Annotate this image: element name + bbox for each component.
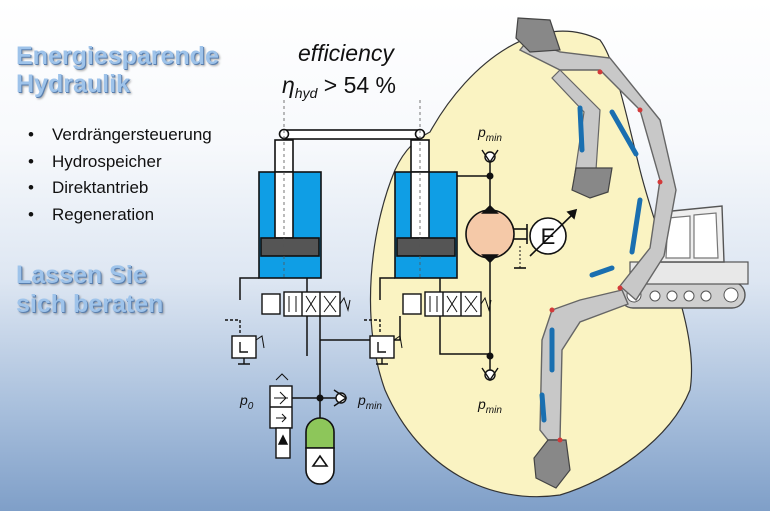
left-pressure-relief-valve [225, 319, 265, 365]
feature-item: Verdrängersteuerung [28, 122, 212, 149]
left-hydraulic-cylinder [258, 100, 322, 279]
eta-subscript: hyd [294, 85, 318, 101]
hydraulic-accumulator [305, 417, 335, 485]
feature-list: Verdrängersteuerung Hydrospeicher Direkt… [28, 122, 212, 228]
supply-valve-block [269, 373, 293, 459]
right-hydraulic-cylinder [394, 100, 458, 279]
p0-label: p0 [240, 392, 254, 412]
p-min-label-bottom: pmin [478, 396, 502, 416]
junction-dots [316, 172, 494, 402]
right-pressure-relief-valve [364, 319, 403, 365]
workspace-envelope [369, 30, 693, 498]
efficiency-threshold: > 54 % [317, 72, 396, 98]
pump-motor-unit [465, 204, 528, 269]
right-directional-valve [402, 291, 492, 317]
heading-line-1: Energiesparende [16, 42, 219, 70]
electric-motor [529, 208, 578, 257]
p-min-label-accumulator: pmin [358, 392, 382, 412]
excavator-illustration [515, 17, 749, 489]
heading-line-2: Hydraulik [16, 70, 130, 98]
rod-linkage [278, 128, 426, 140]
p-min-label-top: pmin [478, 124, 502, 144]
feature-item: Hydrospeicher [28, 149, 212, 176]
cta-line-2: sich beraten [16, 290, 164, 318]
feature-item: Direktantrieb [28, 175, 212, 202]
check-valve-accumulator [333, 389, 348, 407]
check-valve-bottom [481, 367, 499, 382]
motor-letter: E [541, 224, 556, 249]
efficiency-label: efficiency [298, 40, 394, 66]
feature-item: Regeneration [28, 202, 212, 229]
check-valve-top [481, 149, 499, 164]
left-directional-valve [261, 291, 351, 317]
eta-symbol: η [282, 72, 295, 98]
efficiency-value: ηhyd > 54 % [282, 72, 396, 101]
cta-line-1: Lassen Sie [16, 261, 147, 289]
